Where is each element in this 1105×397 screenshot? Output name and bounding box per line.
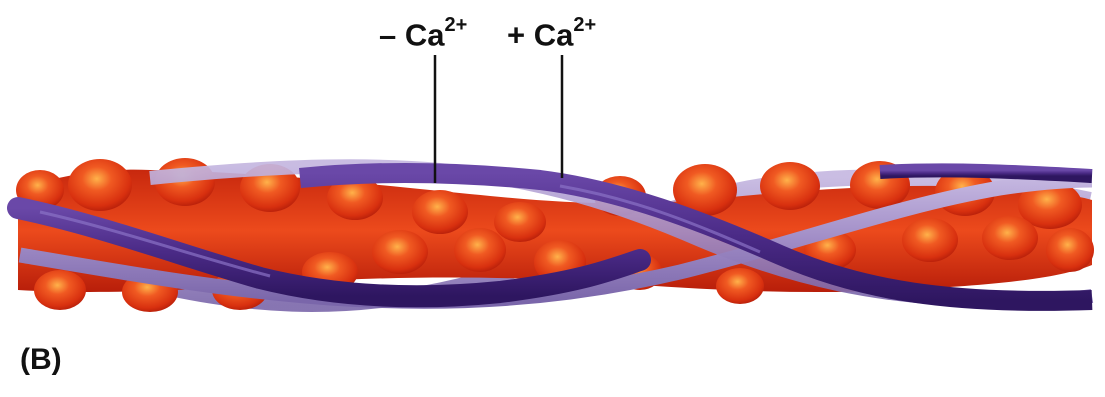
plus-calcium-charge: 2+ bbox=[573, 14, 596, 36]
plus-sign: + bbox=[507, 17, 525, 52]
tropomyosin-strand-dark-right bbox=[880, 170, 1092, 176]
minus-calcium-symbol: Ca bbox=[405, 17, 445, 52]
minus-calcium-charge: 2+ bbox=[445, 14, 468, 36]
panel-letter: (B) bbox=[20, 343, 62, 377]
minus-sign: – bbox=[379, 17, 396, 52]
plus-calcium-symbol: Ca bbox=[534, 17, 574, 52]
minus-calcium-label: – Ca2+ bbox=[379, 18, 467, 50]
plus-calcium-label: + Ca2+ bbox=[507, 18, 596, 50]
